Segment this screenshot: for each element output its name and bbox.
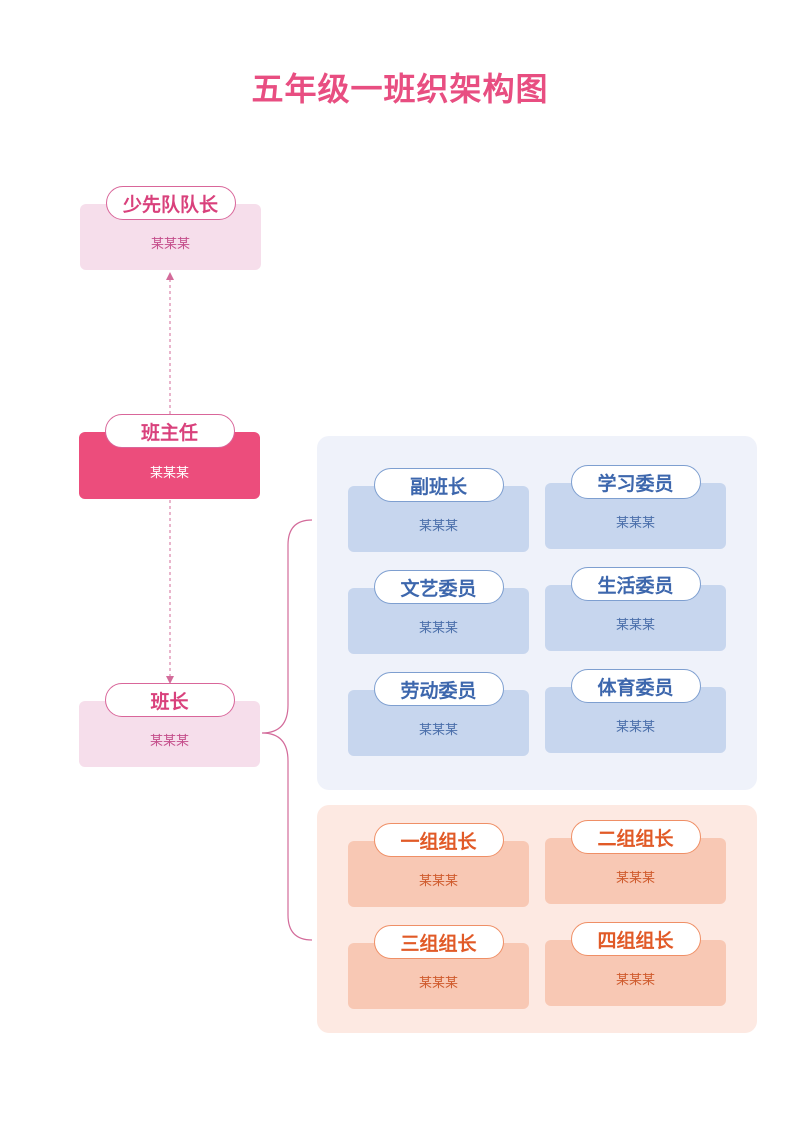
card-person: 某某某 [615, 720, 655, 735]
card-person: 某某某 [150, 237, 190, 252]
card-role: 文艺委员 [373, 570, 504, 604]
page-title: 五年级一班织架构图 [251, 70, 549, 108]
card-person: 某某某 [149, 734, 189, 749]
card-person: 某某某 [615, 871, 655, 886]
card-person: 某某某 [418, 621, 458, 636]
card-person: 某某某 [418, 976, 458, 991]
card-person: 某某某 [615, 973, 655, 988]
card-person: 某某某 [418, 874, 458, 889]
card-person: 某某某 [615, 516, 655, 531]
card-person: 某某某 [615, 618, 655, 633]
committee-card: 生活委员 某某某 [545, 567, 726, 651]
monitor-card: 班长 某某某 [79, 683, 260, 767]
card-role: 副班长 [373, 468, 504, 502]
card-role: 学习委员 [570, 465, 701, 499]
head-teacher-card: 班主任 某某某 [79, 414, 260, 499]
group-leader-card: 二组组长 某某某 [545, 820, 726, 904]
committee-card: 劳动委员 某某某 [348, 672, 529, 756]
committee-card: 体育委员 某某某 [545, 669, 726, 753]
card-role: 四组组长 [570, 922, 701, 956]
monitor-brace [261, 519, 313, 941]
card-role: 班主任 [104, 414, 235, 448]
pioneer-leader-card: 少先队队长 某某某 [80, 186, 261, 270]
card-role: 少先队队长 [105, 186, 236, 220]
committee-card: 文艺委员 某某某 [348, 570, 529, 654]
committee-card: 学习委员 某某某 [545, 465, 726, 549]
card-person: 某某某 [418, 723, 458, 738]
group-leader-card: 四组组长 某某某 [545, 922, 726, 1006]
card-role: 劳动委员 [373, 672, 504, 706]
card-role: 体育委员 [570, 669, 701, 703]
card-person: 某某某 [418, 519, 458, 534]
card-role: 生活委员 [570, 567, 701, 601]
group-leader-card: 三组组长 某某某 [348, 925, 529, 1009]
card-role: 三组组长 [373, 925, 504, 959]
card-role: 二组组长 [570, 820, 701, 854]
card-role: 一组组长 [373, 823, 504, 857]
card-person: 某某某 [149, 466, 189, 481]
group-leader-card: 一组组长 某某某 [348, 823, 529, 907]
card-role: 班长 [104, 683, 235, 717]
committee-card: 副班长 某某某 [348, 468, 529, 552]
